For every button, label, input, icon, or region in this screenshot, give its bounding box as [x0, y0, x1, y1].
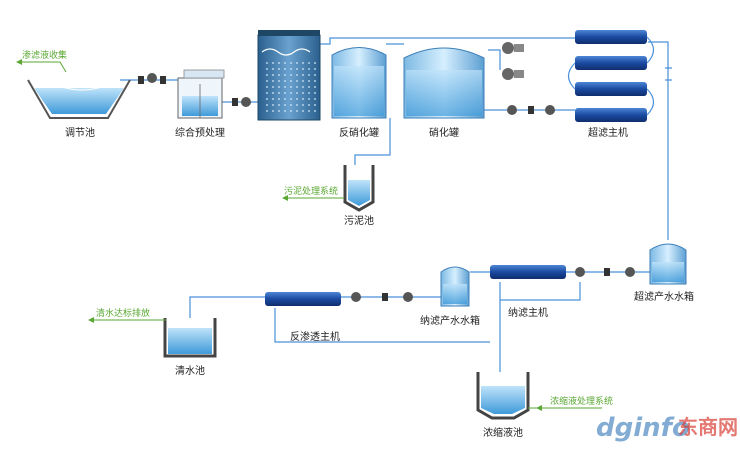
pump-valve-1: [138, 73, 166, 84]
label-equalization-tank: 调节池: [65, 126, 95, 139]
callout-concentrate-text: 浓缩液处理系统: [550, 395, 613, 407]
nf-host: 纳滤主机: [490, 265, 566, 319]
equalization-tank: 调节池: [27, 79, 131, 139]
callout-leachate: 渗滤液收集: [16, 49, 67, 73]
callout-discharge-text: 清水达标排放: [96, 307, 150, 319]
uf-water-tank: 超滤产水水箱: [634, 243, 694, 303]
label-nf-host: 纳滤主机: [508, 306, 548, 319]
denitrification-tank: 反硝化罐: [331, 47, 387, 139]
concentrate-tank: 浓缩液池: [476, 372, 530, 439]
callout-concentrate: 浓缩液处理系统: [528, 395, 613, 411]
label-nitrification-tank: 硝化罐: [429, 126, 459, 139]
label-sludge-tank: 污泥池: [344, 214, 374, 227]
callout-sludge: 污泥处理系统: [282, 185, 344, 201]
uf-host: 超滤主机: [567, 30, 655, 139]
label-denitrification-tank: 反硝化罐: [339, 126, 379, 139]
callout-discharge: 清水达标排放: [88, 307, 166, 323]
aeration-blowers: [502, 42, 524, 80]
pump-2: [232, 97, 251, 107]
pumps-to-nf: [575, 267, 635, 277]
label-ro-host: 反渗透主机: [290, 330, 340, 343]
bio-tower: [257, 30, 321, 121]
label-uf-host: 超滤主机: [588, 126, 628, 139]
label-pretreatment: 综合预处理: [175, 126, 225, 139]
ro-host: 反渗透主机: [265, 292, 341, 343]
callout-sludge-text: 污泥处理系统: [284, 185, 338, 197]
clean-water-tank: 清水池: [163, 318, 217, 377]
label-clean-water-tank: 清水池: [175, 364, 205, 377]
watermark-cn: 东商网: [678, 415, 738, 439]
label-concentrate-tank: 浓缩液池: [483, 426, 523, 439]
pretreatment-unit: 综合预处理: [175, 69, 225, 139]
pumps-to-uf: [507, 105, 555, 115]
label-nf-water-tank: 纳滤产水水箱: [420, 314, 480, 327]
callout-leachate-text: 渗滤液收集: [22, 49, 67, 61]
watermark-latin: dginfo: [596, 413, 690, 443]
watermark-logo: dginfo 东商网: [596, 413, 738, 443]
nf-water-tank: 纳滤产水水箱: [420, 266, 480, 327]
pumps-to-ro: [351, 292, 413, 302]
label-uf-water-tank: 超滤产水水箱: [634, 290, 694, 303]
nitrification-tank: 硝化罐: [403, 47, 485, 139]
sludge-tank: 污泥池: [343, 165, 375, 227]
